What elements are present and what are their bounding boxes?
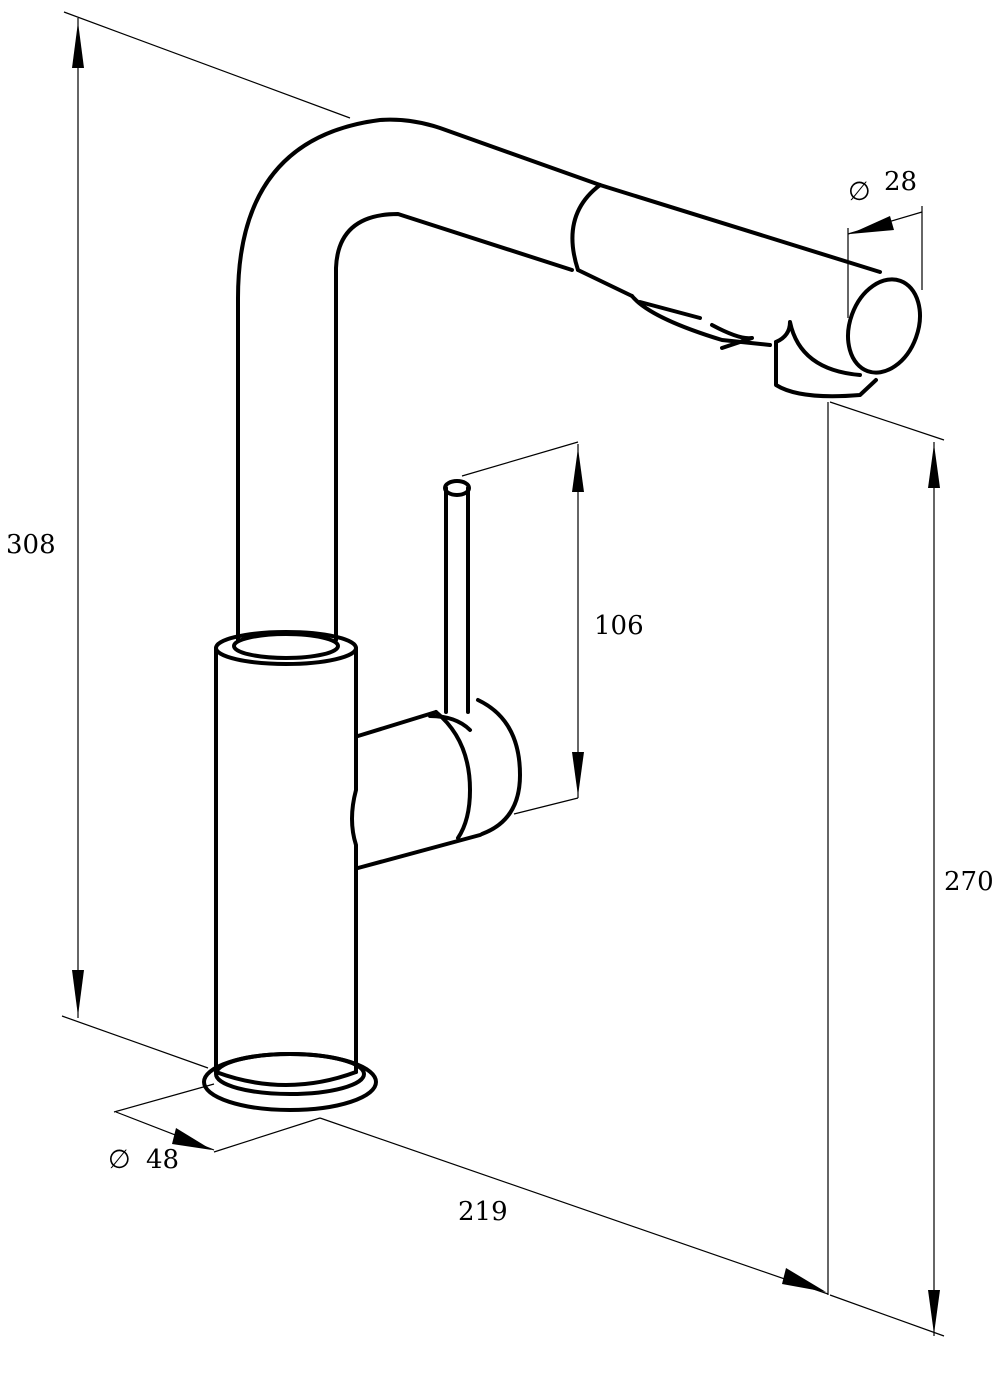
arrow-head: [72, 22, 84, 68]
dim-lever-height: 106: [461, 441, 644, 815]
arrow-head: [572, 752, 584, 796]
dim-spout-height: 270: [827, 401, 994, 1337]
arrow-head: [572, 448, 584, 492]
dim-base-diameter: ∅ 48: [108, 1083, 321, 1175]
base-flange: [202, 1052, 378, 1112]
main-body: [214, 630, 358, 1087]
arrow-head: [928, 1290, 940, 1334]
arrow-head: [928, 444, 940, 488]
arrow-head: [782, 1268, 826, 1292]
total-height-label: 308: [6, 530, 56, 560]
spout-reach-label: 219: [458, 1197, 508, 1227]
spout: [236, 117, 922, 642]
lever-height-label: 106: [594, 611, 644, 641]
dim-total-height: 308: [6, 11, 351, 1069]
dim-spout-reach: 219: [319, 1117, 829, 1295]
mixer-lever: [356, 479, 522, 870]
dim-spout-diameter: ∅ 28: [847, 167, 923, 318]
spout-diameter-label: 28: [884, 167, 917, 197]
arrow-head: [72, 970, 84, 1016]
arrow-head: [172, 1128, 212, 1150]
spout-height-label: 270: [944, 867, 994, 897]
base-diameter-label: 48: [146, 1145, 179, 1175]
base-diameter-symbol: ∅: [108, 1145, 131, 1175]
faucet-outline: [202, 117, 922, 1112]
arrow-head: [850, 216, 894, 234]
spout-diameter-symbol: ∅: [848, 177, 871, 207]
